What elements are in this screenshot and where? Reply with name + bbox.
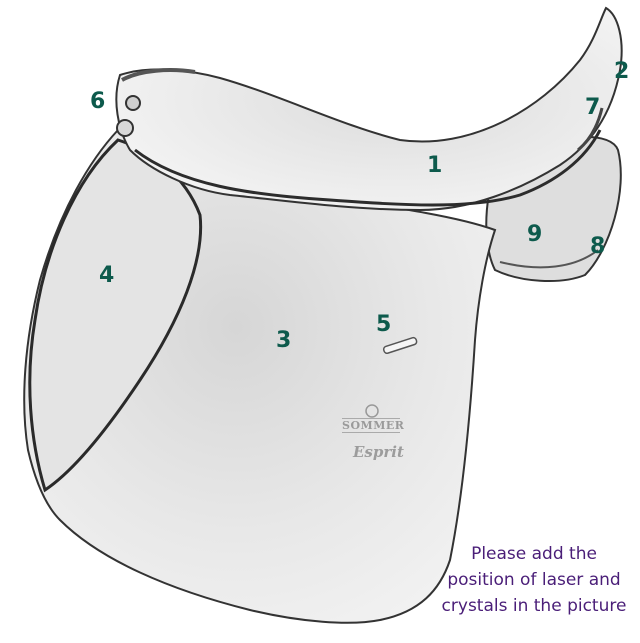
label-4: 4 [99,265,114,287]
instruction-note: Please add the position of laser and cry… [400,541,640,619]
label-1: 1 [427,155,442,177]
note-line: crystals in the picture [400,593,640,619]
label-3: 3 [276,330,291,352]
label-9: 9 [527,224,542,246]
model-name: Esprit [353,443,404,461]
label-2: 2 [614,61,629,83]
label-7: 7 [585,97,600,119]
label-5: 5 [376,314,391,336]
pommel-ring [117,120,133,136]
note-line: position of laser and [400,567,640,593]
pommel-dee-ring [126,96,140,110]
note-line: Please add the [400,541,640,567]
label-6: 6 [90,91,105,113]
label-8: 8 [590,236,605,258]
brand-name: SOMMER [342,418,400,433]
